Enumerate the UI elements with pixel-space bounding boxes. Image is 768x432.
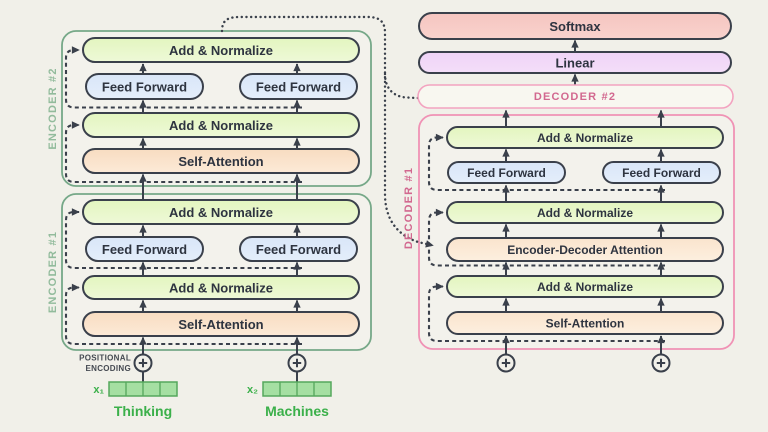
encoder2-feed-forward-right-box: [239, 73, 358, 100]
encoder2-feed-forward-right-label: Feed Forward: [256, 80, 341, 95]
encoder2-label: ENCODER #2: [47, 67, 59, 149]
decoder1-feed-forward-left-label: Feed Forward: [467, 166, 546, 180]
encoder2-self-attention-box: [82, 148, 360, 174]
residual-dashed-line: [427, 133, 665, 192]
decoder2-label: DECODER #2: [534, 91, 616, 103]
x1-symbol-label: x₁: [93, 384, 104, 396]
decoder1-add-normalize-top-box: [446, 126, 724, 149]
embedding-vector-x2: [262, 381, 332, 397]
positional-encoding-plus-icon: [133, 353, 153, 373]
residual-dashed-line: [64, 283, 302, 346]
encoder1-feed-forward-left-box: [85, 236, 204, 262]
decoder1-label: DECODER #1: [403, 167, 415, 249]
residual-dashed-line: [64, 46, 302, 109]
residual-dashed-line: [64, 121, 302, 184]
positional-encoding-plus-icon: [651, 353, 671, 373]
linear-label: Linear: [555, 56, 594, 71]
decoder1-add-normalize-bottom-box: [446, 275, 724, 298]
decoder1-encoder-decoder-attention-label: Encoder-Decoder Attention: [507, 243, 663, 257]
encoder2-self-attention-label: Self-Attention: [178, 154, 263, 169]
positional-encoding-plus-icon: [496, 353, 516, 373]
decoder1-self-attention-box: [446, 311, 724, 335]
x2-symbol-label: x₂: [247, 384, 258, 396]
positional-encoding-plus-icon: [287, 353, 307, 373]
encoder2-add-normalize-top-label: Add & Normalize: [169, 43, 273, 58]
residual-dashed-line: [64, 208, 302, 270]
encoder1-add-normalize-top-label: Add & Normalize: [169, 205, 273, 220]
encoder1-self-attention-box: [82, 311, 360, 337]
decoder1-feed-forward-right-label: Feed Forward: [622, 166, 701, 180]
encoder2-feed-forward-left-box: [85, 73, 204, 100]
encoder1-add-normalize-bottom-box: [82, 275, 360, 300]
decoder1-feed-forward-right-box: [602, 161, 721, 184]
softmax-label: Softmax: [549, 19, 601, 34]
decoder1-add-normalize-bottom-label: Add & Normalize: [537, 280, 633, 294]
positional-encoding-label-line2: ENCODING: [85, 364, 131, 373]
decoder2-collapsed-box: [417, 84, 734, 109]
encoder1-feed-forward-right-box: [239, 236, 358, 262]
encoder1-self-attention-label: Self-Attention: [178, 317, 263, 332]
encoder1-add-normalize-top-box: [82, 199, 360, 225]
input-word-thinking: Thinking: [114, 403, 172, 419]
decoder1-self-attention-label: Self-Attention: [546, 317, 625, 331]
encoder-to-decoder-attention-dotted-line: [220, 15, 435, 248]
encoder1-feed-forward-right-label: Feed Forward: [256, 242, 341, 257]
decoder1-add-normalize-top-label: Add & Normalize: [537, 131, 633, 145]
encoder2-add-normalize-top-box: [82, 37, 360, 63]
encoder1-feed-forward-left-label: Feed Forward: [102, 242, 187, 257]
input-word-machines: Machines: [265, 403, 329, 419]
residual-dashed-line: [427, 208, 665, 267]
decoder1-add-normalize-middle-label: Add & Normalize: [537, 206, 633, 220]
residual-dashed-line: [427, 282, 665, 343]
decoder1-add-normalize-middle-box: [446, 201, 724, 224]
encoder2-add-normalize-bottom-box: [82, 112, 360, 138]
decoder1-encoder-decoder-attention-box: [446, 237, 724, 262]
positional-encoding-label-line1: POSITIONAL: [79, 354, 131, 363]
encoder2-feed-forward-left-label: Feed Forward: [102, 80, 187, 95]
encoder1-label: ENCODER #1: [47, 231, 59, 313]
linear-box: [418, 51, 732, 74]
softmax-box: [418, 12, 732, 40]
encoder-to-decoder2-dotted-line: [383, 72, 432, 102]
embedding-vector-x1: [108, 381, 178, 397]
encoder1-add-normalize-bottom-label: Add & Normalize: [169, 281, 273, 296]
encoder2-add-normalize-bottom-label: Add & Normalize: [169, 118, 273, 133]
decoder1-feed-forward-left-box: [447, 161, 566, 184]
